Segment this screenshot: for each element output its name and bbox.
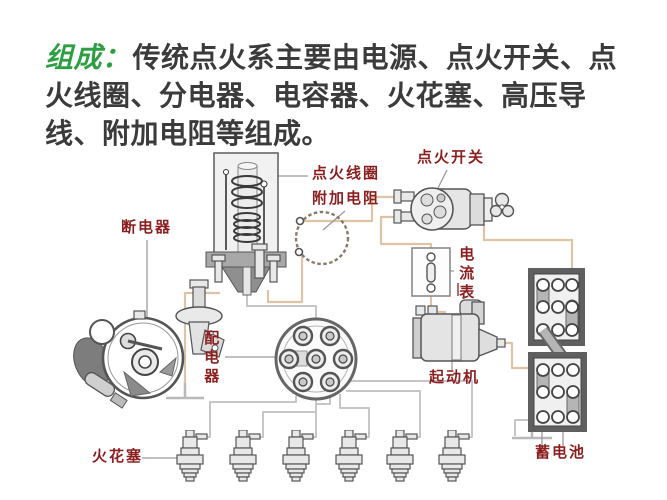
composition-body: 传统点火系主要由电源、点火开关、点火线圈、分电器、电容器、火花塞、高压导线、附加… <box>45 43 618 150</box>
ammeter-drawing <box>411 247 451 297</box>
ignition-coil-drawing <box>205 152 287 296</box>
label-spark-plug: 火花塞 <box>92 449 144 465</box>
distributor-cap-drawing <box>274 317 358 401</box>
spark-plugs-row <box>177 430 469 481</box>
label-starter: 起动机 <box>429 370 481 386</box>
ballast-resistor-drawing <box>294 210 350 266</box>
composition-heading: 组成： <box>45 43 131 74</box>
breaker-drawing <box>73 279 225 409</box>
starter-drawing <box>412 299 506 362</box>
battery-drawing <box>528 268 587 432</box>
slide-text: 组成：传统点火系主要由电源、点火开关、点火线圈、分电器、电容器、火花塞、高压导线… <box>45 40 641 153</box>
label-breaker: 断电器 <box>121 220 173 236</box>
label-ballast-resistor: 附加电阻 <box>312 191 381 207</box>
label-battery: 蓄电池 <box>535 445 587 461</box>
label-distributor: 配电器 <box>202 330 219 387</box>
label-ammeter: 电流表 <box>457 246 474 303</box>
label-ignition-coil: 点火线圈 <box>312 166 381 182</box>
wire-harness <box>183 195 574 438</box>
label-ignition-switch: 点火开关 <box>417 150 486 166</box>
ignition-switch-drawing <box>393 187 515 231</box>
